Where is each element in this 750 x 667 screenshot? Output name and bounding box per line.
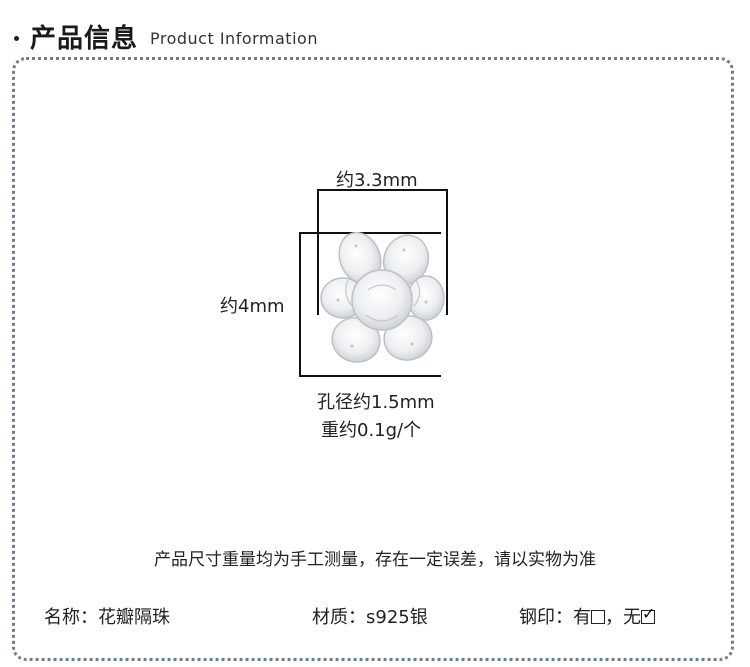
spec-name: 名称：花瓣隔珠: [44, 603, 170, 629]
spec-material-value: s925银: [366, 607, 428, 628]
stamp-yes-checkbox: [591, 610, 605, 624]
bullet-dot: [14, 36, 19, 41]
spec-name-value: 花瓣隔珠: [98, 607, 170, 628]
info-card: [12, 57, 734, 661]
stamp-yes-text: 有: [573, 607, 591, 628]
stamp-separator: ，: [605, 607, 623, 628]
product-figure: 约3.3mm 约4mm: [220, 170, 448, 441]
spec-stamp-label: 钢印：: [519, 607, 573, 628]
measurement-notice: 产品尺寸重量均为手工测量，存在一定误差，请以实物为准: [154, 550, 596, 570]
hole-diameter-label: 孔径约1.5mm: [317, 392, 435, 413]
width-bracket: [317, 189, 448, 315]
height-bracket: [299, 232, 441, 377]
flower-bead-image: [320, 231, 445, 363]
spec-row: 名称：花瓣隔珠 材质：s925银 钢印：有 ，无✓: [0, 603, 750, 643]
section-subtitle: Product Information: [150, 29, 318, 48]
height-label: 约4mm: [220, 296, 285, 317]
weight-label: 重约0.1g/个: [321, 420, 422, 441]
section-header: 产品信息 Product Information: [0, 0, 750, 56]
spec-stamp: 钢印：有 ，无✓: [519, 603, 655, 629]
checkmark-icon: ✓: [642, 604, 656, 623]
stamp-no-checkbox: ✓: [641, 606, 655, 624]
spec-material-label: 材质：: [312, 607, 366, 628]
section-title: 产品信息: [30, 24, 139, 54]
spec-material: 材质：s925银: [312, 603, 428, 629]
width-label: 约3.3mm: [336, 170, 418, 191]
spec-name-label: 名称：: [44, 607, 98, 628]
stamp-no-text: 无: [623, 607, 641, 628]
